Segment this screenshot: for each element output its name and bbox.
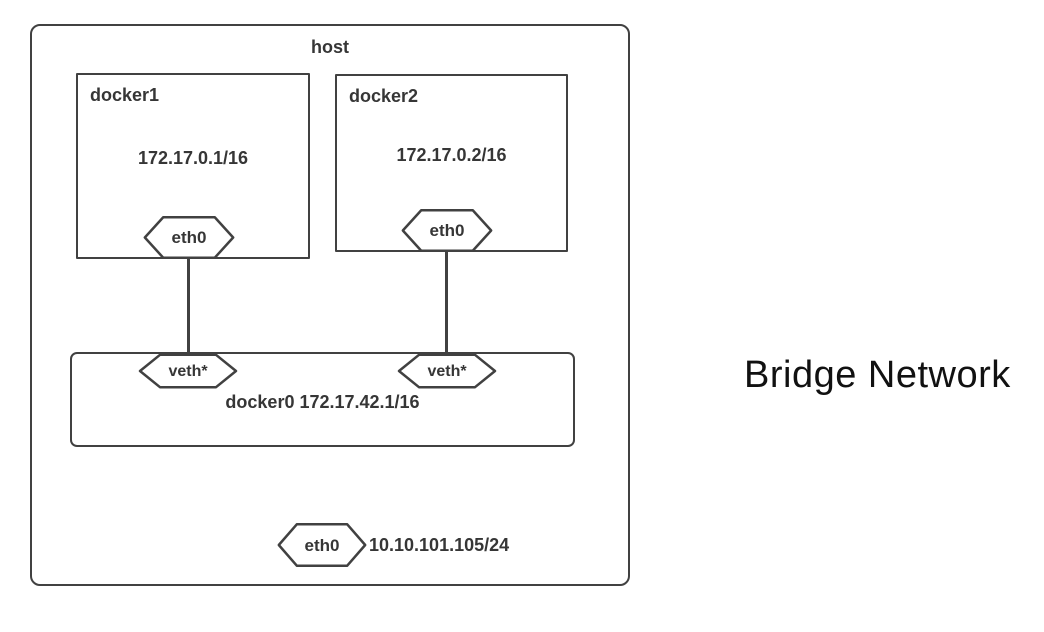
hexagon-shape-icon bbox=[143, 215, 235, 260]
bridge-label: docker0 172.17.42.1/16 bbox=[225, 392, 420, 412]
bridge-veth-label-1: veth* bbox=[168, 362, 208, 380]
hexagon-shape-icon bbox=[397, 353, 497, 389]
docker2-ip: 172.17.0.2/16 bbox=[396, 145, 507, 165]
diagram-caption: Bridge Network bbox=[744, 354, 1011, 396]
host-eth0-label: eth0 bbox=[304, 535, 340, 555]
docker2-name: docker2 bbox=[349, 86, 419, 106]
bridge-veth-label-2: veth* bbox=[427, 362, 467, 380]
hexagon-shape-icon bbox=[277, 522, 367, 568]
connector-docker1-to-bridge bbox=[187, 257, 190, 354]
docker1-eth0-port: eth0 bbox=[143, 215, 235, 260]
docker1-ip: 172.17.0.1/16 bbox=[137, 148, 249, 168]
hexagon-shape-icon bbox=[401, 208, 493, 253]
host-eth0-ip: 10.10.101.105/24 bbox=[369, 535, 510, 555]
docker2-eth0-port: eth0 bbox=[401, 208, 493, 253]
docker1-name: docker1 bbox=[90, 85, 160, 105]
hexagon-shape-icon bbox=[138, 353, 238, 389]
host-eth0-port: eth0 bbox=[277, 522, 367, 568]
bridge-veth-port-2: veth* bbox=[397, 353, 497, 389]
docker1-eth0-label: eth0 bbox=[171, 228, 207, 247]
host-label: host bbox=[311, 37, 349, 57]
bridge-veth-port-1: veth* bbox=[138, 353, 238, 389]
connector-docker2-to-bridge bbox=[445, 250, 448, 354]
docker2-eth0-label: eth0 bbox=[429, 221, 465, 240]
